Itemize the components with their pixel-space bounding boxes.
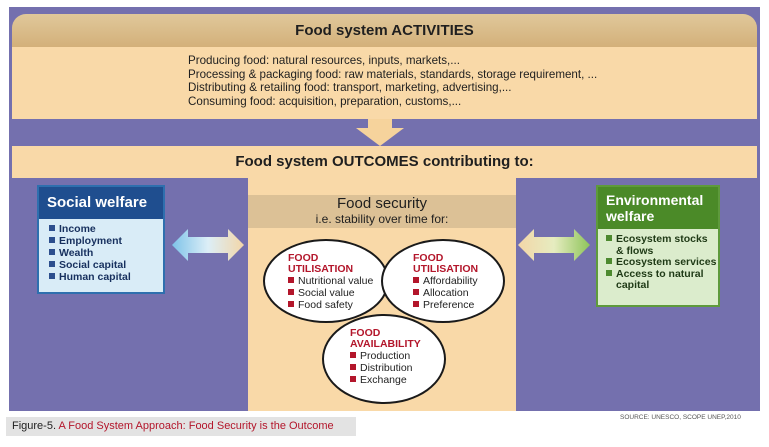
social-welfare-list: Income Employment Wealth Social capital …	[39, 219, 163, 283]
outcomes-title: Food system OUTCOMES contributing to:	[12, 146, 757, 178]
list-item: Food safety	[288, 299, 373, 311]
oval-title: FOOD	[413, 252, 444, 264]
list-item: Distribution	[350, 362, 421, 374]
figure-caption: Figure-5. A Food System Approach: Food S…	[6, 417, 356, 436]
bullet-icon	[49, 261, 55, 267]
activity-line: Processing & packaging food: raw materia…	[188, 67, 598, 81]
bullet-icon	[413, 301, 419, 307]
down-arrow-icon	[356, 119, 404, 146]
list-item: Income	[49, 223, 163, 235]
activity-line: Consuming food: acquisition, preparation…	[188, 94, 462, 108]
list-item: Nutritional value	[288, 275, 373, 287]
list-item: Access to natural capital	[606, 268, 718, 292]
activities-list: Producing food: natural resources, input…	[188, 54, 748, 108]
bullet-icon	[49, 225, 55, 231]
list-item: Social value	[288, 287, 373, 299]
bullet-icon	[606, 235, 612, 241]
source-note: SOURCE: UNESCO, SCOPE UNEP,2010	[620, 414, 741, 421]
activity-line: Producing food: natural resources, input…	[188, 54, 460, 67]
title-line: Environmental	[606, 192, 704, 208]
food-security-subtitle: i.e. stability over time for:	[315, 212, 449, 226]
activity-line: Distributing & retailing food: transport…	[188, 81, 512, 95]
list-item: Exchange	[350, 374, 421, 386]
oval-title: AVAILABILITY	[350, 338, 421, 350]
double-arrow-right-icon	[518, 229, 590, 261]
list-item: Affordability	[413, 275, 478, 287]
title-line: welfare	[606, 208, 655, 224]
list-item: Human capital	[49, 271, 163, 283]
food-security-title: Food security	[336, 195, 428, 212]
oval-title: UTILISATION	[413, 263, 479, 275]
food-utilisation-oval: FOOD UTILISATION Nutritional value Socia…	[263, 239, 389, 323]
list-item: Ecosystem services	[606, 256, 718, 269]
bullet-icon	[413, 277, 419, 283]
environmental-welfare-list: Ecosystem stocks & flows Ecosystem servi…	[598, 229, 718, 292]
list-item: Allocation	[413, 287, 478, 299]
bullet-icon	[606, 269, 612, 276]
list-item: Wealth	[49, 247, 163, 259]
activities-panel	[12, 47, 757, 119]
bullet-icon	[49, 273, 55, 279]
bullet-icon	[288, 289, 294, 295]
list-item: Production	[350, 350, 421, 362]
bullet-icon	[49, 237, 55, 243]
list-item: Preference	[413, 299, 478, 311]
bullet-icon	[350, 364, 356, 370]
caption-title: A Food System Approach: Food Security is…	[58, 420, 334, 432]
oval-title: FOOD	[288, 252, 319, 264]
food-access-oval: FOOD UTILISATION Affordability Allocatio…	[381, 239, 505, 323]
bullet-icon	[288, 277, 294, 283]
social-welfare-box: Social welfare Income Employment Wealth …	[37, 185, 165, 294]
environmental-welfare-title: Environmental welfare	[598, 187, 718, 229]
list-item: Social capital	[49, 259, 163, 271]
bullet-icon	[606, 258, 612, 264]
social-welfare-title: Social welfare	[39, 187, 163, 219]
oval-title: UTILISATION	[288, 263, 354, 275]
bullet-icon	[49, 249, 55, 255]
activities-title: Food system ACTIVITIES	[12, 14, 757, 47]
food-security-header: Food security i.e. stability over time f…	[248, 195, 516, 228]
bullet-icon	[350, 352, 356, 358]
food-availability-oval: FOOD AVAILABILITY Production Distributio…	[322, 314, 446, 404]
bullet-icon	[413, 289, 419, 295]
list-item: Ecosystem stocks & flows	[606, 233, 718, 257]
caption-label: Figure-5.	[12, 420, 57, 432]
double-arrow-left-icon	[172, 229, 244, 261]
list-item: Employment	[49, 235, 163, 247]
environmental-welfare-box: Environmental welfare Ecosystem stocks &…	[596, 185, 720, 307]
oval-title: FOOD	[350, 327, 381, 339]
bullet-icon	[288, 301, 294, 307]
bullet-icon	[350, 376, 356, 382]
